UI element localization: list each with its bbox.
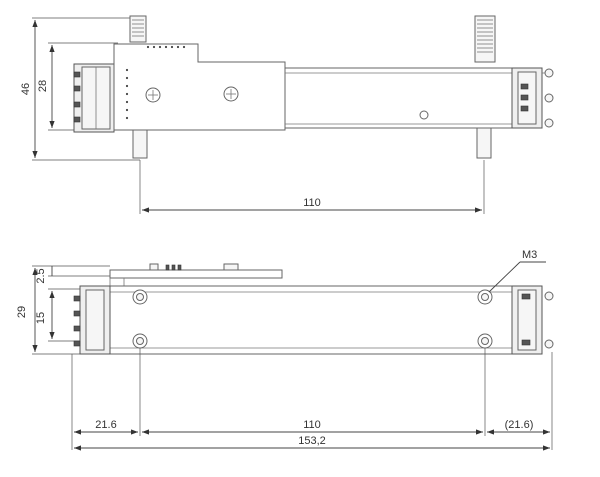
left-connector-pin — [73, 71, 81, 78]
screw-icon — [145, 87, 161, 103]
right-top-pin — [474, 15, 496, 63]
dim-label-21-6-right: (21.6) — [505, 419, 534, 431]
rail-hole — [419, 110, 429, 120]
dim-label-29: 29 — [16, 306, 28, 318]
left-bottom-pin — [132, 129, 148, 159]
dim-label-110-top: 110 — [303, 197, 321, 209]
dim-label-15: 15 — [35, 312, 47, 324]
right-bottom-pin — [476, 127, 492, 159]
m3-hole — [477, 333, 493, 349]
dim-label-28: 28 — [37, 80, 49, 92]
pcb-dots — [125, 45, 186, 120]
dim-label-46: 46 — [20, 83, 32, 95]
side-rail-body — [109, 285, 513, 355]
side-pcb-plate — [109, 269, 283, 279]
m3-leader-line — [488, 261, 521, 293]
dim-label-2-5: 2.5 — [35, 268, 47, 283]
screw-icon — [223, 86, 239, 102]
side-view: 29 2.5 15 — [16, 249, 554, 451]
rail-body — [284, 67, 513, 129]
dim-label-153-2: 153,2 — [298, 435, 326, 447]
m3-callout: M3 — [522, 249, 537, 261]
m3-hole — [132, 289, 148, 305]
dim-label-21-6-left: 21.6 — [95, 419, 116, 431]
dim-label-110-side: 110 — [303, 419, 321, 431]
m3-hole — [477, 289, 493, 305]
pcb-plate — [113, 43, 286, 131]
top-view: 46 28 — [20, 15, 554, 214]
left-top-pin — [129, 15, 147, 43]
m3-hole — [132, 333, 148, 349]
